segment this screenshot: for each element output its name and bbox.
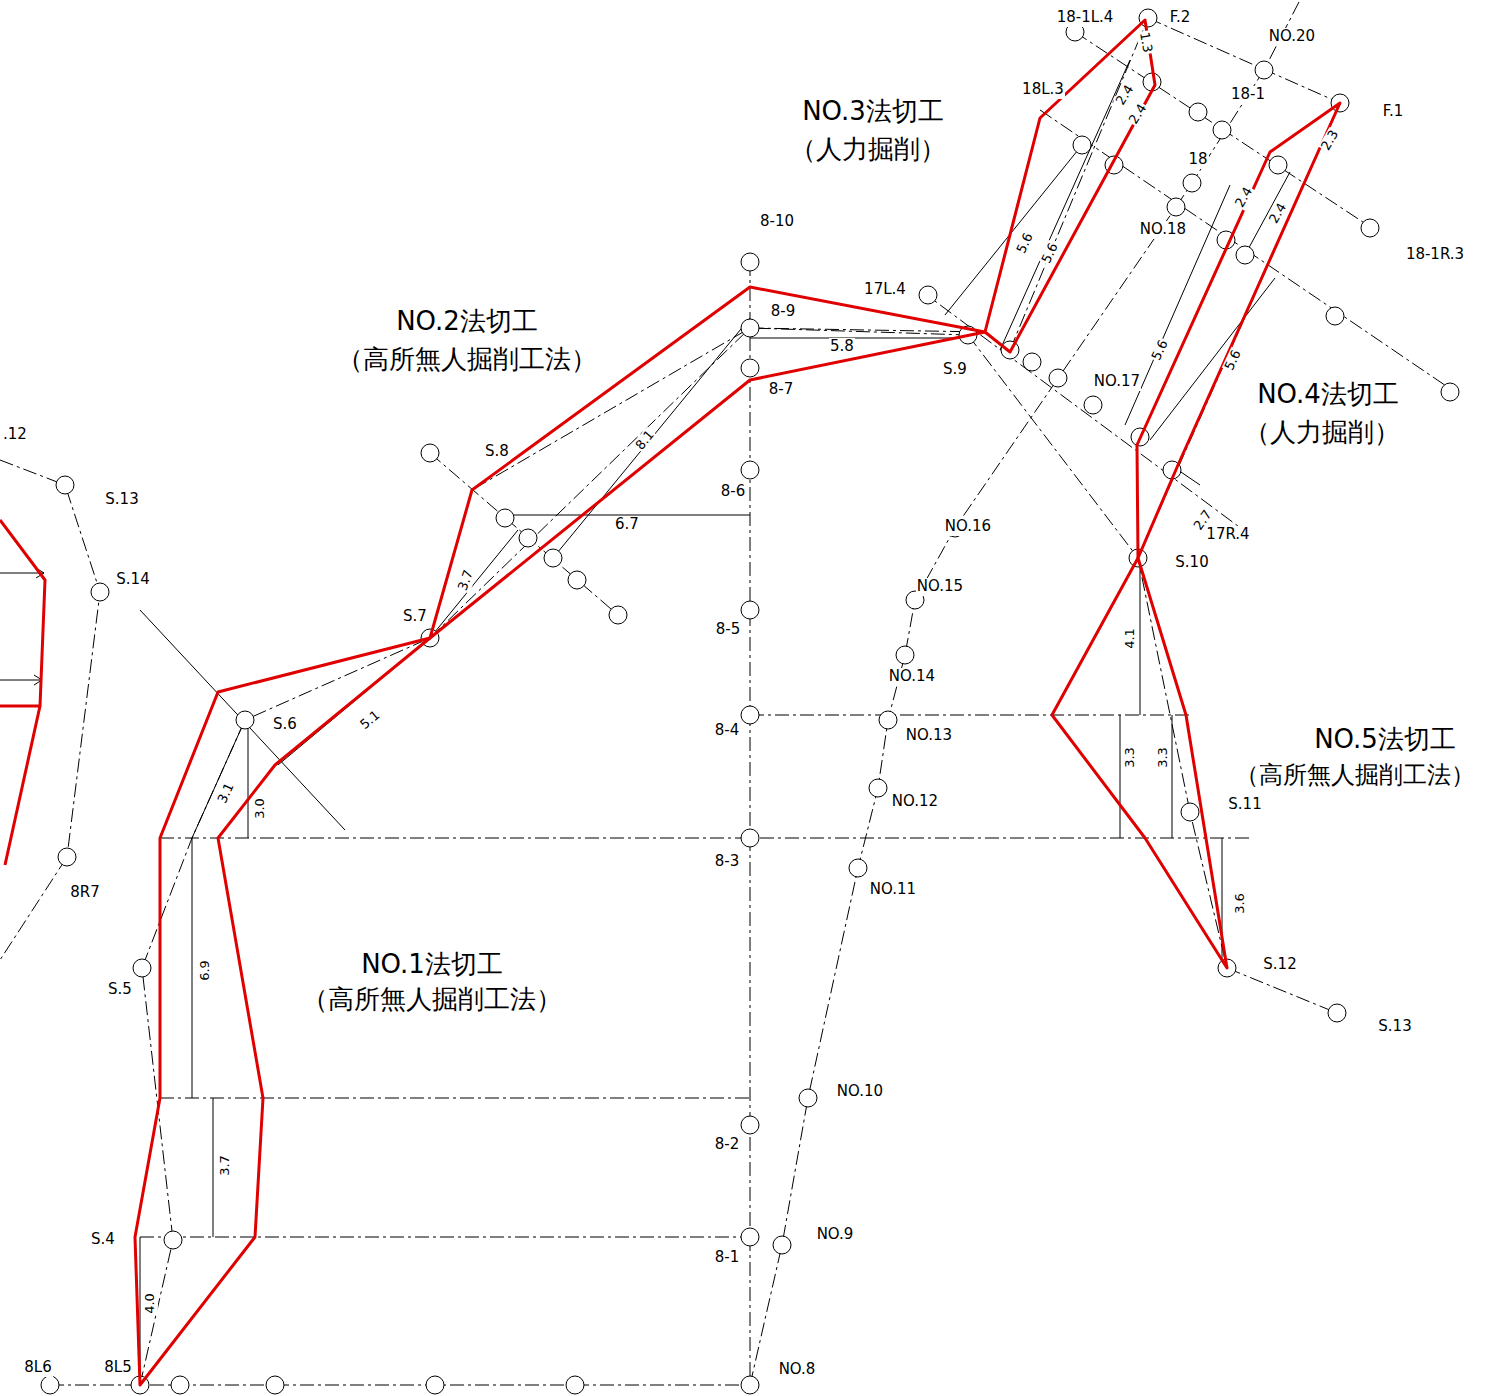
point-label: S.12 [1262, 956, 1297, 973]
point-label: S.6 [272, 716, 298, 733]
point-label: 8-3 [714, 853, 741, 870]
point-label: NO.20 [1268, 28, 1316, 45]
point-label: 8-2 [714, 1136, 741, 1153]
point-label: 8-10 [759, 213, 795, 230]
point-label: S.8 [484, 443, 510, 460]
dimension-value: 5.1 [357, 707, 384, 733]
point-label: 18-1 [1230, 86, 1266, 103]
dimension-lines [0, 60, 1290, 1385]
point-label: 18 [1187, 151, 1208, 168]
dimension-value: 3.3 [1123, 746, 1138, 769]
dimension-value: 2.3 [1318, 126, 1342, 153]
point-label: 5.8 [829, 338, 855, 355]
point-label: S.11 [1227, 796, 1262, 813]
point-label: NO.15 [916, 578, 964, 595]
dimension-value: 5.6 [1221, 347, 1244, 374]
dimension-value: 3.7 [218, 1154, 233, 1177]
point-label: S.13 [104, 491, 139, 508]
cut-areas [0, 20, 1340, 1385]
point-label: NO.13 [905, 727, 953, 744]
point-label: S.7 [402, 608, 428, 625]
dimension-value: 3.7 [455, 567, 477, 593]
dimension-value: 4.0 [143, 1292, 158, 1315]
area-title: （人力掘削） [789, 135, 947, 165]
dimension-value: 3.6 [1233, 892, 1248, 915]
point-label: NO.18 [1139, 221, 1187, 238]
point-label: S.5 [107, 981, 133, 998]
point-label: 8-1 [714, 1249, 741, 1266]
area-title: （高所無人掘削工法） [1234, 762, 1476, 790]
point-label: .12 [2, 426, 28, 443]
area-title: NO.2法切工 [395, 307, 539, 337]
dimension-value: 3.3 [1156, 746, 1171, 769]
point-label: 8L5 [103, 1359, 132, 1376]
point-label: S.13 [1377, 1018, 1412, 1035]
point-label: 18-1L.4 [1056, 9, 1115, 26]
dimension-value: 2.4 [1113, 81, 1138, 108]
point-label: 8-4 [714, 722, 741, 739]
area-title: （高所無人掘削工法） [336, 345, 598, 375]
dimension-value: 5.6 [1013, 230, 1036, 257]
point-label: NO.10 [836, 1083, 884, 1100]
point-label: NO.9 [816, 1226, 855, 1243]
point-label: 8-6 [720, 483, 747, 500]
dimension-value: 4.1 [1123, 627, 1138, 650]
point-label: NO.17 [1093, 373, 1141, 390]
point-label: 8-5 [715, 621, 742, 638]
point-label: 17R.4 [1205, 526, 1250, 543]
dimension-value: 8.1 [632, 427, 658, 454]
point-label: S.10 [1174, 554, 1209, 571]
point-label: F.1 [1382, 103, 1405, 120]
point-label: S.9 [942, 361, 968, 378]
point-label: 18-1R.3 [1405, 246, 1465, 263]
point-label: S.14 [115, 571, 150, 588]
area-title: NO.1法切工 [360, 950, 504, 980]
point-label: 17L.4 [863, 281, 907, 298]
area-title: （高所無人掘削工法） [301, 985, 563, 1015]
point-label: S.4 [90, 1231, 116, 1248]
point-label: 8R7 [69, 884, 101, 901]
survey-lines [0, 0, 1455, 1385]
dimension-value: 2.4 [1126, 100, 1151, 127]
point-label: NO.14 [888, 668, 936, 685]
survey-points [41, 9, 1459, 1394]
point-label: 8-7 [768, 381, 795, 398]
area-title: NO.5法切工 [1313, 725, 1457, 755]
point-label: NO.11 [869, 881, 917, 898]
point-label: NO.16 [944, 518, 992, 535]
point-label: 6.7 [614, 516, 640, 533]
point-label: 18L.3 [1021, 81, 1065, 98]
dimension-value: 5.6 [1148, 337, 1171, 364]
point-label: 8-9 [770, 303, 797, 320]
dimension-value: 1.3 [1136, 30, 1155, 55]
area-title: （人力掘削） [1243, 418, 1401, 448]
area-title: NO.3法切工 [801, 97, 945, 127]
area-title: NO.4法切工 [1256, 380, 1400, 410]
dimension-value: 6.9 [198, 959, 213, 982]
dimension-value: 3.1 [214, 780, 237, 807]
point-label: F.2 [1169, 9, 1192, 26]
point-label: NO.12 [891, 793, 939, 810]
point-label: 8L6 [23, 1359, 52, 1376]
dimension-value: 3.0 [253, 797, 268, 820]
point-label: NO.8 [778, 1361, 817, 1378]
